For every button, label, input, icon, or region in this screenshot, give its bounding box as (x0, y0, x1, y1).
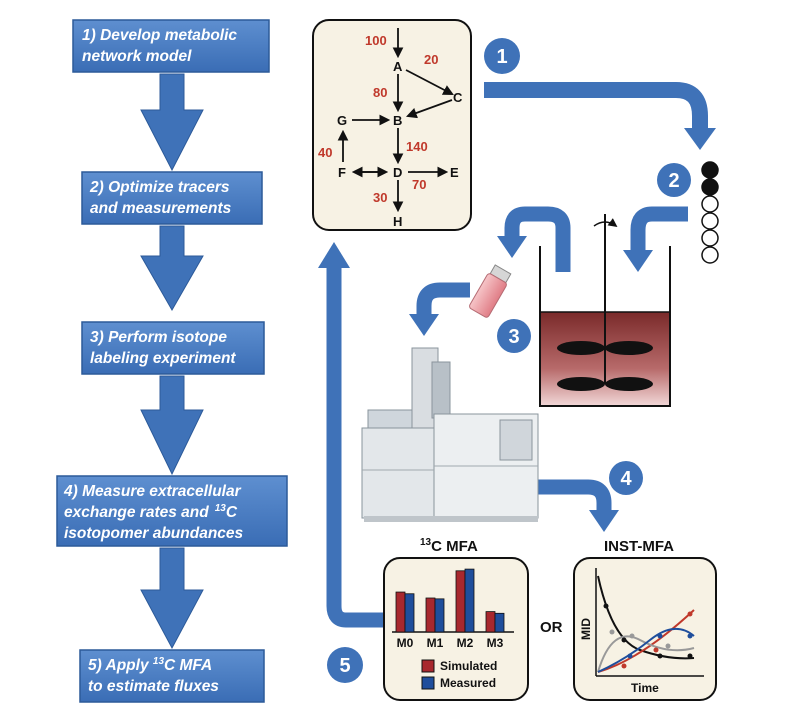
inst-xlabel: Time (631, 681, 659, 695)
step-3-line-2: labeling experiment (90, 350, 236, 367)
svg-text:1: 1 (496, 46, 507, 68)
mfa-panel-title: 13C MFA (420, 537, 478, 555)
step-5-line-1: 5) Apply 13C MFA (88, 656, 212, 674)
mfa-panel: M0 M1 M2 M3 Simulated Measured (383, 557, 529, 701)
legend-simulated: Simulated (440, 659, 497, 673)
bar-simulated-m2 (455, 570, 466, 633)
down-arrow-1 (140, 73, 204, 172)
tick-label-m0: M0 (397, 636, 414, 650)
badge-5: 5 (327, 647, 363, 683)
flux-f-g: 40 (318, 145, 332, 160)
inst-mfa-panel: MID Time (573, 557, 717, 701)
bar-measured-m1 (434, 598, 445, 633)
legend-measured-swatch (421, 676, 435, 690)
step-2-line-1: 2) Optimize tracers (89, 179, 230, 196)
curved-arrow-tracer-to-reactor (623, 206, 688, 272)
node-f: F (338, 165, 346, 180)
flux-d-h: 30 (373, 190, 387, 205)
down-arrow-2 (140, 225, 204, 312)
mfa-bars (395, 568, 505, 633)
or-label: OR (540, 619, 563, 636)
node-h: H (393, 214, 402, 229)
step-4-line-3: isotopomer abundances (64, 525, 244, 542)
flux-a-c: 20 (424, 52, 438, 67)
svg-text:5: 5 (339, 655, 350, 677)
inst-panel-title: INST-MFA (604, 538, 674, 555)
bar-simulated-m0 (395, 591, 406, 633)
svg-text:4: 4 (620, 468, 632, 490)
bar-measured-m3 (494, 612, 505, 633)
down-arrow-3 (140, 375, 204, 476)
badge-3: 3 (497, 319, 531, 353)
step-1-line-1: 1) Develop metabolic (82, 27, 237, 44)
node-d: D (393, 165, 402, 180)
tick-label-m1: M1 (427, 636, 444, 650)
svg-text:3: 3 (508, 326, 519, 348)
bar-measured-m0 (404, 593, 415, 633)
feedback-arrow-mfa-to-network (318, 242, 384, 628)
badge-4: 4 (609, 461, 643, 495)
step-5-line-2: to estimate fluxes (88, 678, 219, 695)
node-b: B (393, 113, 402, 128)
badge-2: 2 (657, 163, 691, 197)
tick-label-m2: M2 (457, 636, 474, 650)
step-box-5: 5) Apply 13C MFA to estimate fluxes (79, 649, 265, 703)
node-g: G (337, 113, 347, 128)
tracer-beads (701, 161, 719, 264)
bar-simulated-m1 (425, 597, 436, 633)
step-3-line-1: 3) Perform isotope (90, 329, 227, 346)
curved-arrow-vial-to-instrument (409, 282, 470, 336)
network-panel: A B C D E F G H 100 20 80 140 70 30 40 (312, 19, 472, 231)
flux-b-d: 140 (406, 139, 428, 154)
step-box-2: 2) Optimize tracers and measurements (81, 171, 263, 225)
node-a: A (393, 59, 403, 74)
step-box-4: 4) Measure extracellular exchange rates … (56, 475, 288, 547)
step-2-line-2: and measurements (90, 200, 232, 217)
bioreactor (539, 214, 671, 407)
bar-measured-m2 (464, 568, 475, 633)
node-c: C (453, 90, 463, 105)
step-box-3: 3) Perform isotope labeling experiment (81, 321, 265, 375)
sample-vial-icon (469, 264, 512, 318)
flux-in-a: 100 (365, 33, 387, 48)
flux-d-e: 70 (412, 177, 426, 192)
step-box-1: 1) Develop metabolic network model (72, 19, 270, 73)
curved-arrow-reactor-out (497, 206, 571, 272)
inst-ylabel: MID (579, 618, 593, 640)
legend-measured: Measured (440, 676, 496, 690)
badge-1: 1 (484, 38, 520, 74)
node-e: E (450, 165, 459, 180)
flux-a-b: 80 (373, 85, 387, 100)
down-arrow-4 (140, 547, 204, 650)
svg-text:2: 2 (668, 170, 679, 192)
gc-ms-instrument (361, 347, 539, 522)
bar-simulated-m3 (485, 611, 496, 633)
curved-arrow-instrument-to-instmfa (538, 479, 619, 532)
curved-arrow-network-to-tracer (484, 82, 716, 150)
mfa-tick-labels: M0 M1 M2 M3 (397, 636, 504, 650)
tick-label-m3: M3 (487, 636, 504, 650)
step-1-line-2: network model (82, 48, 192, 65)
legend-simulated-swatch (421, 659, 435, 673)
step-4-line-1: 4) Measure extracellular (63, 483, 242, 500)
